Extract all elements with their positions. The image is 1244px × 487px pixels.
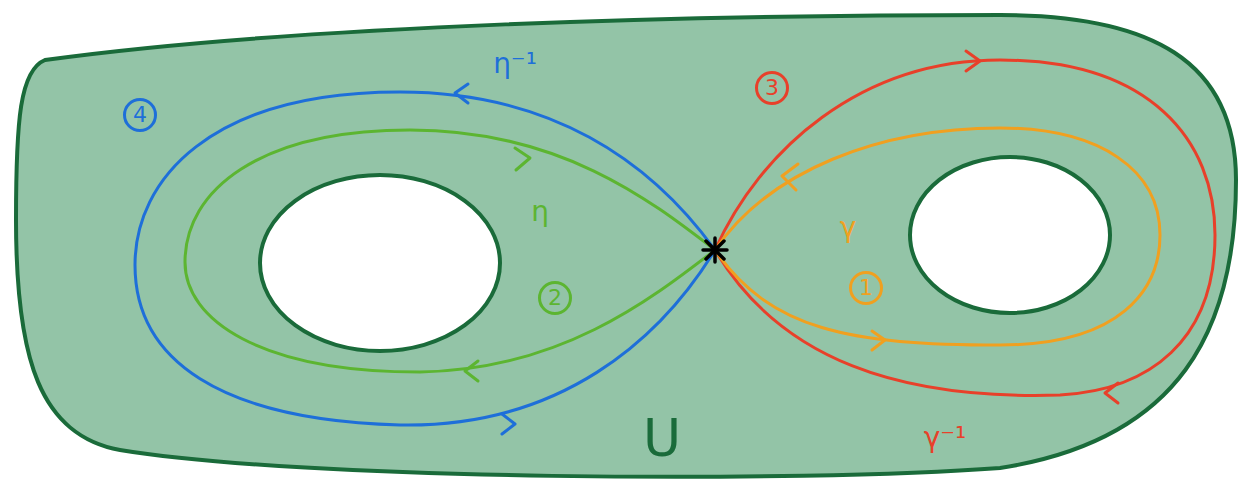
arrowhead bbox=[966, 51, 980, 71]
loop-eta-inverse bbox=[135, 92, 715, 425]
arrowhead bbox=[465, 361, 478, 381]
callout-number: 1 bbox=[849, 271, 883, 305]
arrowhead bbox=[872, 331, 885, 350]
loop-gamma bbox=[715, 128, 1160, 345]
callout-number: 4 bbox=[123, 98, 157, 132]
loop-label: η⁻¹ bbox=[493, 50, 537, 78]
loop-label: γ⁻¹ bbox=[924, 424, 967, 452]
callout-number: 3 bbox=[755, 71, 789, 105]
arrowhead bbox=[1105, 383, 1118, 403]
arrowhead bbox=[515, 148, 530, 170]
left-hole bbox=[260, 175, 500, 351]
basepoint-star bbox=[703, 238, 727, 262]
callout-number: 2 bbox=[538, 281, 572, 315]
right-hole bbox=[910, 157, 1110, 313]
arrowhead bbox=[455, 84, 468, 103]
loop-eta bbox=[185, 130, 715, 372]
loop-gamma-inverse bbox=[715, 60, 1215, 395]
region-label: U bbox=[643, 412, 681, 464]
arrowhead bbox=[502, 414, 515, 434]
loop-label: γ bbox=[840, 214, 857, 242]
loop-label: η bbox=[531, 198, 549, 226]
region-u bbox=[16, 15, 1236, 477]
arrowhead bbox=[782, 164, 798, 190]
